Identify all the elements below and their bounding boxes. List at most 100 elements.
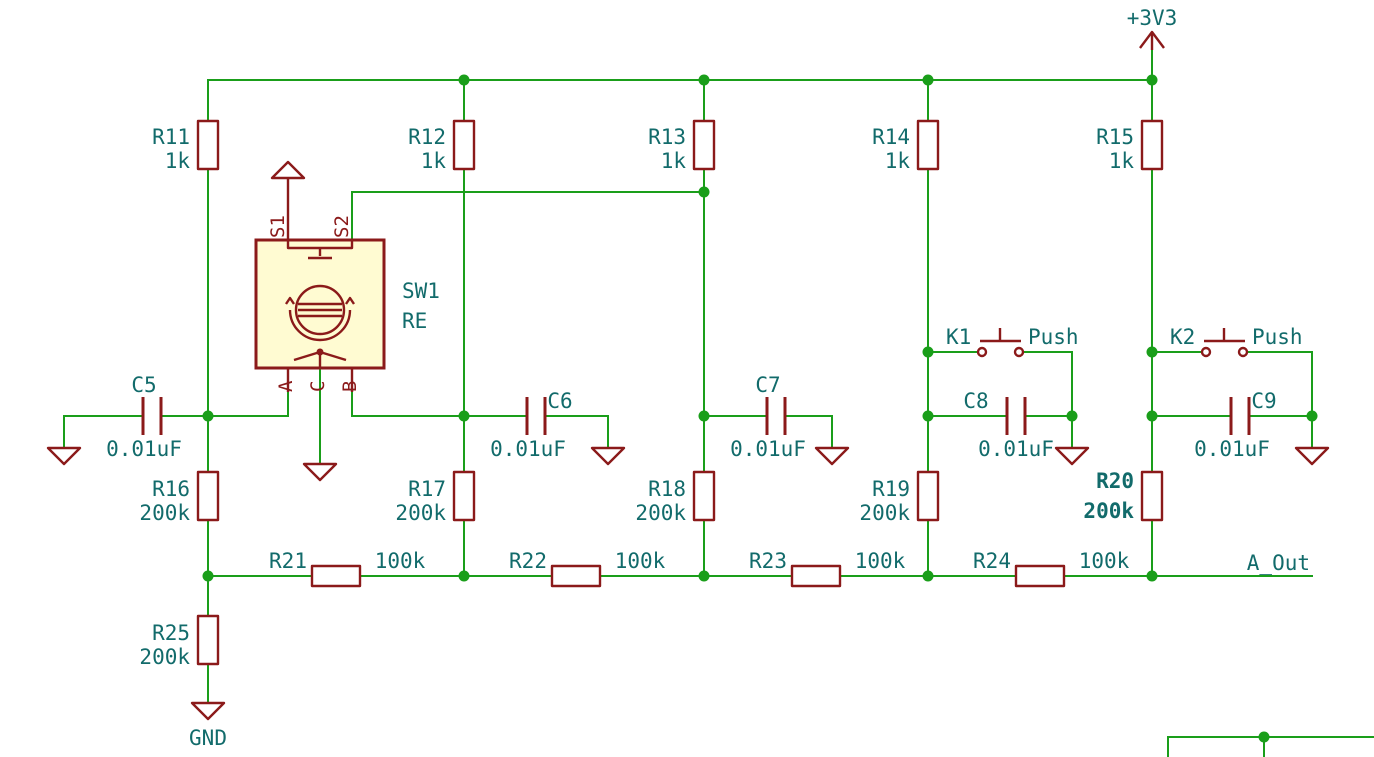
rotary-encoder-sw1[interactable] [254, 238, 386, 392]
junction-dot [1146, 74, 1158, 86]
capacitor-c5[interactable] [127, 397, 177, 435]
junction-dot [698, 74, 710, 86]
value-label: 200k [139, 645, 190, 669]
ground-icon [302, 462, 338, 482]
resistor-body-r23[interactable] [790, 564, 842, 588]
ref-label: R15 [1096, 125, 1134, 149]
capacitor-symbols [127, 397, 1265, 435]
ref-label: C7 [755, 373, 780, 397]
junction-dot [698, 410, 710, 422]
value-label: RE [402, 309, 427, 333]
ref-label: SW1 [402, 279, 440, 303]
value-label: 0.01uF [490, 437, 566, 461]
value-label: 200k [859, 501, 910, 525]
ref-label: R16 [152, 477, 190, 501]
ref-label: R23 [749, 549, 787, 573]
junctions [202, 74, 1318, 743]
capacitor-c8[interactable] [991, 397, 1041, 435]
junction-dot [922, 346, 934, 358]
pin-label: A [275, 380, 297, 392]
resistor-body-r15[interactable] [1140, 119, 1164, 171]
capacitor-c6[interactable] [511, 397, 561, 435]
pin-label: S1 [267, 215, 289, 238]
resistor-body-r12[interactable] [452, 119, 476, 171]
resistor-body-r22[interactable] [550, 564, 602, 588]
capacitor-c9[interactable] [1215, 397, 1265, 435]
junction-dot [458, 570, 470, 582]
resistor-body-r25[interactable] [196, 614, 220, 666]
wires [63, 49, 1374, 757]
ref-label: R13 [648, 125, 686, 149]
resistor-body-r19[interactable] [916, 470, 940, 522]
value-label: 0.01uF [730, 437, 806, 461]
ref-label: R22 [509, 549, 547, 573]
ref-label: R11 [152, 125, 190, 149]
capacitor-c7[interactable] [751, 397, 801, 435]
ref-label: R24 [973, 549, 1011, 573]
resistor-body-r11[interactable] [196, 119, 220, 171]
resistor-bodies [196, 119, 1164, 666]
junction-dot [1146, 346, 1158, 358]
resistor-body-r24[interactable] [1014, 564, 1066, 588]
junction-dot [698, 186, 710, 198]
value-label: 200k [635, 501, 686, 525]
junction-dot [458, 74, 470, 86]
ground-icon [814, 446, 850, 466]
ref-label: R14 [872, 125, 910, 149]
pin-label: B [339, 381, 361, 392]
resistor-body-r18[interactable] [692, 470, 716, 522]
ref-label: K1 [946, 325, 971, 349]
value-label: 200k [139, 501, 190, 525]
ground-symbols [46, 160, 1330, 721]
value-label: 200k [1083, 499, 1134, 523]
ref-label: R17 [408, 477, 446, 501]
junction-dot [922, 74, 934, 86]
push-button-k2[interactable] [1200, 328, 1249, 358]
value-label: 0.01uF [106, 437, 182, 461]
junction-dot [922, 570, 934, 582]
junction-dot [458, 410, 470, 422]
resistor-body-r17[interactable] [452, 470, 476, 522]
labels: +3V3 GND R11 1k R12 1k R13 1k R14 1k R15… [106, 6, 1310, 750]
resistor-body-r20[interactable] [1140, 470, 1164, 522]
junction-dot [698, 570, 710, 582]
vcc-label: +3V3 [1127, 6, 1178, 30]
junction-dot [202, 410, 214, 422]
ref-label: R25 [152, 621, 190, 645]
ground-icon [1054, 446, 1090, 466]
ground-icon [590, 446, 626, 466]
value-label: 1k [421, 149, 447, 173]
resistor-body-r14[interactable] [916, 119, 940, 171]
resistor-body-r16[interactable] [196, 470, 220, 522]
value-label: 1k [661, 149, 687, 173]
ground-icon [1294, 446, 1330, 466]
value-label: Push [1252, 325, 1303, 349]
value-label: 0.01uF [1194, 437, 1270, 461]
value-label: 1k [165, 149, 191, 173]
push-button-k1[interactable] [976, 328, 1025, 358]
push-buttons [976, 328, 1249, 358]
ground-icon [270, 160, 306, 180]
value-label: 200k [395, 501, 446, 525]
ref-label: C9 [1251, 389, 1276, 413]
gnd-label: GND [189, 726, 227, 750]
ref-label: C6 [547, 389, 572, 413]
value-label: Push [1028, 325, 1079, 349]
resistor-body-r13[interactable] [692, 119, 716, 171]
junction-dot [1306, 410, 1318, 422]
value-label: 100k [615, 549, 666, 573]
ref-label: R18 [648, 477, 686, 501]
value-label: 1k [1109, 149, 1135, 173]
ground-icon [46, 446, 82, 466]
net-label: A_Out [1247, 551, 1310, 575]
ref-label: C8 [963, 389, 988, 413]
value-label: 100k [855, 549, 906, 573]
ref-label: R12 [408, 125, 446, 149]
value-label: 100k [375, 549, 426, 573]
pin-label: S2 [331, 215, 353, 238]
junction-dot [1146, 570, 1158, 582]
junction-dot [922, 410, 934, 422]
resistor-body-r21[interactable] [310, 564, 362, 588]
ground-icon [190, 701, 226, 721]
